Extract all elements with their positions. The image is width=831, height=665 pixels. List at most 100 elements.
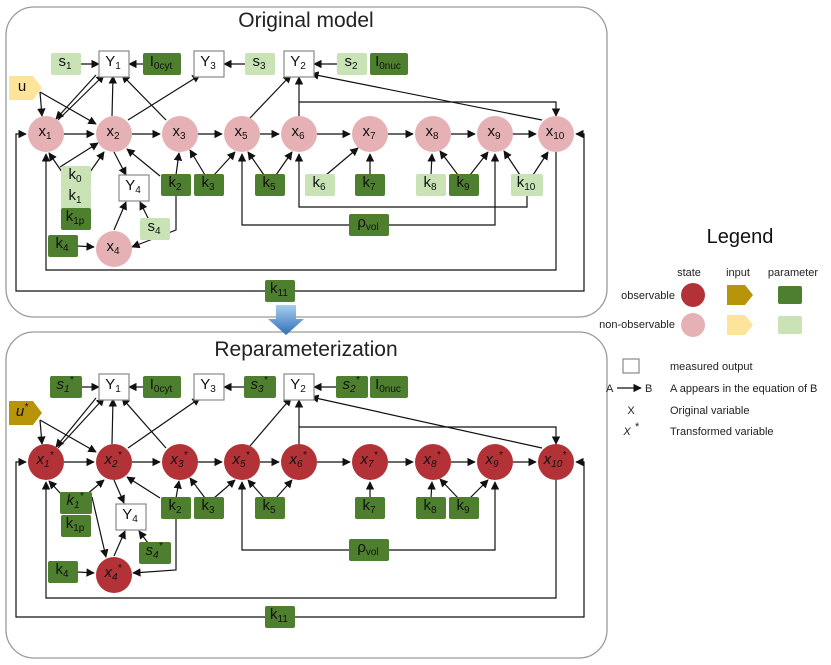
param-k11: [265, 606, 295, 628]
node-Y1: Y1: [98, 373, 130, 401]
param-s3: [244, 376, 276, 398]
state-x9: [477, 444, 513, 480]
legend-parameter-non-observable-swatch: [778, 316, 802, 334]
node-label: Y2: [290, 376, 306, 395]
node-label: x3*: [170, 450, 189, 470]
state-x3: [162, 444, 198, 480]
node-s4: s4*: [139, 541, 171, 564]
legend-arrow-b: B: [645, 383, 652, 395]
legend-transformed-symbol: X: [622, 426, 631, 438]
state-x4: [96, 557, 132, 593]
node-label: k6: [312, 174, 326, 193]
node-s3: s3: [245, 53, 275, 75]
node-Y3: Y3: [193, 50, 225, 78]
output-Y3: [193, 50, 225, 78]
node-k5: k5: [255, 174, 285, 196]
param-I0nuc: [370, 376, 408, 398]
node-u: u: [9, 76, 42, 100]
node-label: I0cyt: [150, 376, 173, 395]
state-x9: [477, 116, 513, 152]
node-label: k11: [270, 606, 288, 625]
node-I0nuc: I0nuc: [370, 53, 408, 75]
input-u: [9, 401, 42, 425]
state-x7: [352, 116, 388, 152]
node-x2: x2: [96, 116, 132, 152]
node-label: x4*: [104, 563, 123, 583]
legend-state-non-observable-swatch: [681, 313, 705, 337]
legend-col-parameter: parameter: [768, 267, 818, 279]
state-x1: [28, 444, 64, 480]
legend-original-symbol: X: [627, 405, 635, 417]
node-label: x1: [38, 123, 52, 142]
state-x10: [538, 444, 574, 480]
param-s2: [336, 376, 368, 398]
node-label: I0cyt: [150, 53, 173, 72]
down-arrow-icon: [268, 305, 304, 335]
legend-transformed-text: Transformed variable: [670, 426, 774, 438]
legend-title: Legend: [707, 226, 774, 248]
node-label: k5: [262, 174, 276, 193]
node-label: k10: [517, 174, 536, 193]
node-label: k3: [201, 174, 215, 193]
node-label: ρvol: [357, 539, 378, 558]
param-k9: [449, 497, 479, 519]
state-x10: [538, 116, 574, 152]
param-k9: [449, 174, 479, 196]
node-k1: k1: [61, 187, 91, 209]
node-k6: k6: [305, 174, 335, 196]
node-x1: x1: [28, 116, 64, 152]
node-label: s3*: [251, 375, 269, 395]
node-x10: x10: [538, 116, 574, 152]
param-s4: [140, 218, 170, 240]
node-k8: k8: [416, 497, 446, 519]
param-k0: [61, 166, 91, 188]
node-Y2: Y2: [283, 50, 315, 78]
param-k1p: [61, 208, 91, 230]
original-model-title: Original model: [238, 9, 373, 32]
node-label: s2: [344, 53, 358, 72]
node-rho: ρvol: [349, 214, 389, 236]
reparameterization-panel: [5, 331, 608, 659]
param-k6: [305, 174, 335, 196]
node-label: Y3: [200, 53, 216, 72]
node-k3: k3: [194, 497, 224, 519]
param-k7: [355, 497, 385, 519]
param-I0cyt: [143, 376, 181, 398]
node-label: x10*: [543, 450, 568, 470]
node-x7: x7*: [352, 444, 388, 480]
node-s3: s3*: [244, 375, 276, 398]
node-u: u*: [9, 401, 42, 425]
node-label: s4*: [146, 541, 164, 561]
legend-row-observable: observable: [621, 290, 675, 302]
node-k1p: k1p: [61, 208, 91, 230]
legend-input-non-observable-swatch: [727, 315, 753, 335]
node-label: x2*: [104, 450, 123, 470]
node-Y1: Y1: [98, 50, 130, 78]
node-x6: x6*: [281, 444, 317, 480]
node-label: x1*: [36, 450, 55, 470]
node-label: x7*: [360, 450, 379, 470]
legend-measured-output-label: measured output: [670, 361, 753, 373]
node-label: s4: [147, 218, 161, 237]
param-k5: [255, 174, 285, 196]
node-label: Y1: [105, 53, 121, 72]
node-label: x10: [546, 123, 565, 142]
state-x1: [28, 116, 64, 152]
node-x5: x5*: [224, 444, 260, 480]
legend-arrow-a: A: [606, 383, 614, 395]
param-k1: [61, 187, 91, 209]
state-x8: [415, 116, 451, 152]
node-k4: k4: [48, 561, 78, 583]
node-k7: k7: [355, 497, 385, 519]
node-k1p: k1p: [61, 515, 91, 537]
legend: Legend state input parameter observable …: [599, 226, 818, 438]
node-label: k5: [262, 497, 276, 516]
node-k7: k7: [355, 174, 385, 196]
node-x9: x9*: [477, 444, 513, 480]
param-k2: [161, 497, 191, 519]
node-x6: x6: [281, 116, 317, 152]
node-Y4: Y4: [118, 174, 150, 202]
node-k2: k2: [161, 497, 191, 519]
